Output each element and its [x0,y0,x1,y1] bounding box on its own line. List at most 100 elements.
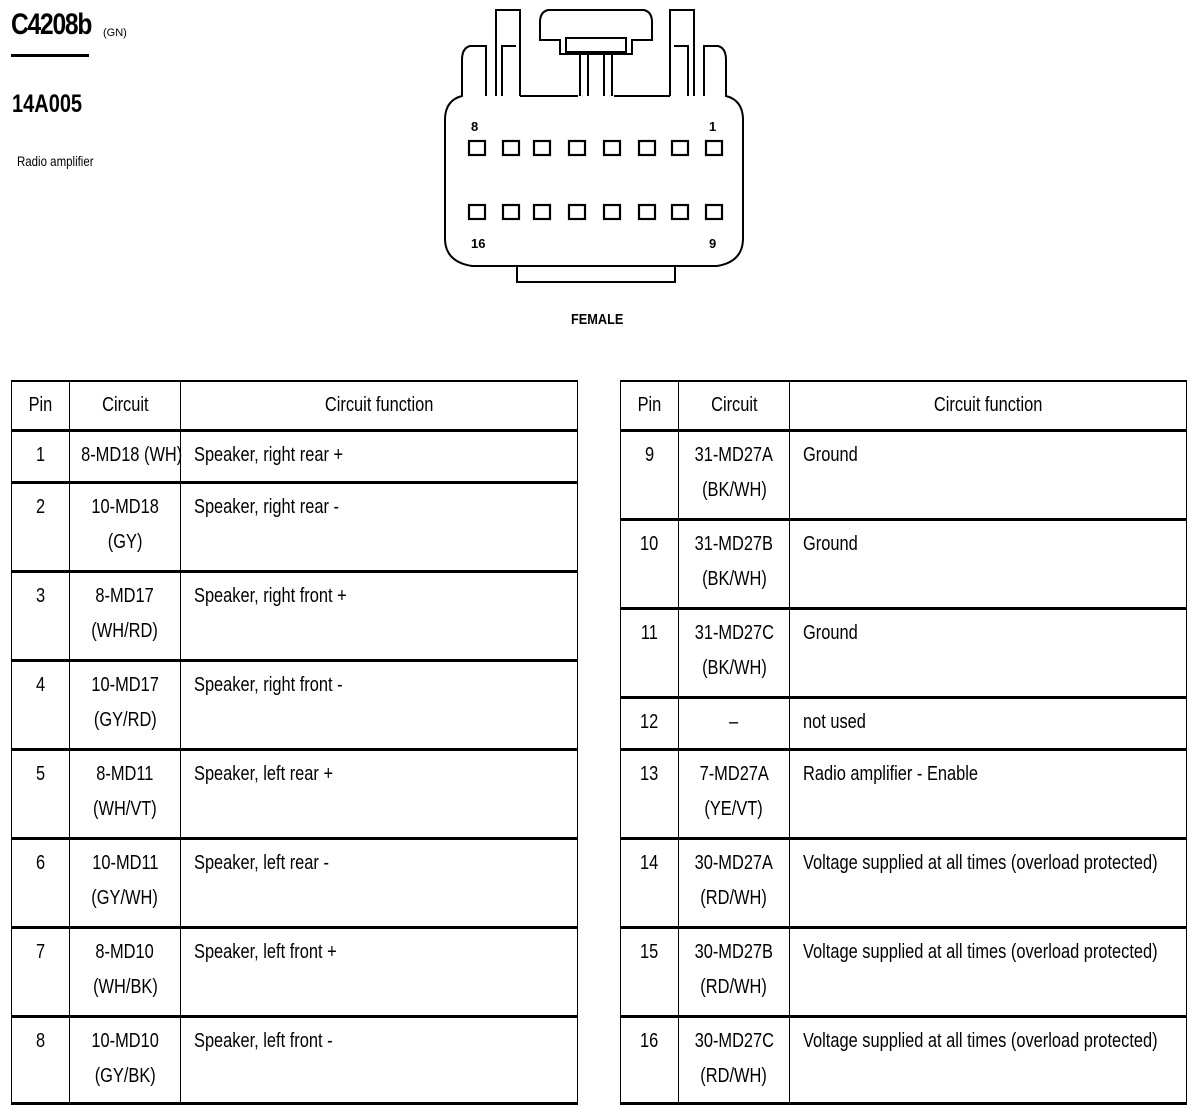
pin-number: 12 [640,711,659,733]
wire-color: (YE/VT) [704,798,764,820]
wire-color: (WH/BK) [92,976,158,998]
wire-color: (GY/BK) [94,1065,156,1087]
table-row: 16 30-MD27C(RD/WH) Voltage supplied at a… [620,1016,1187,1105]
cavity [467,139,487,157]
table-row: 13 7-MD27A (YE/VT) Radio amplifier - Enab… [620,749,1187,840]
circuit-code: 30-MD27B [694,941,774,963]
wire-color: (WH/VT) [93,798,157,820]
connector-color: (GN) [103,27,127,39]
pin-number: 8 [35,1030,46,1052]
cavity [637,139,657,157]
column-header-pin: Pin [620,380,679,432]
pin-number: 15 [640,941,659,963]
column-header-circuit: Circuit [69,380,181,432]
circuit-function: Radio amplifier - Enable [803,763,979,785]
pin-label-8: 8 [471,119,478,134]
circuit-function: Voltage supplied at all times (overload … [803,941,1158,963]
table-row: 9 31-MD27A (BK/WH) Ground [620,430,1187,521]
pin-number: 2 [35,496,46,518]
pin-label-1: 1 [709,119,716,134]
circuit-code: 8-MD11 [96,763,154,785]
connector-outline [444,60,744,267]
cavity [501,203,521,221]
table-row: 11 31-MD27C (BK/WH) Ground [620,608,1187,699]
circuit-function: Speaker, right rear + [194,444,344,466]
wire-color: (BK/WH) [701,568,767,590]
table-row: 10 31-MD27B (BK/WH) Ground [620,519,1187,610]
wire-color: (BK/WH) [701,657,767,679]
cavity [567,203,587,221]
cavity [501,139,521,157]
pin-number: 9 [644,444,655,466]
pin-table-right: Pin Circuit Circuit function 9 31-MD27A (… [620,380,1187,1105]
center-lock [539,9,653,55]
circuit-code: 30-MD27C [694,1030,774,1052]
pin-number: 13 [640,763,659,785]
circuit-code: – [729,711,739,733]
component-name: Radio amplifier [17,153,94,169]
pin-number: 5 [35,763,46,785]
column-header-pin: Pin [11,380,70,432]
circuit-function: Speaker, right front - [194,674,343,696]
cavity [704,203,724,221]
table-row: 4 10-MD17(GY/RD) Speaker, right front - [11,660,578,751]
circuit-function: Voltage supplied at all times (overload … [803,852,1158,874]
circuit-code: 8-MD17 [95,585,155,607]
cavity [670,203,690,221]
pin-label-9: 9 [709,236,716,251]
pin-number: 3 [35,585,46,607]
pin-number: 11 [640,622,659,644]
connector-face-diagram: 8 1 16 9 [444,9,744,283]
table-row: 2 10-MD18(GY) Speaker, right rear - [11,482,578,573]
circuit-code: 31-MD27C [694,622,774,644]
column-header-function: Circuit function [180,380,578,432]
circuit-function: Voltage supplied at all times (overload … [803,1030,1158,1052]
circuit-code: 8-MD10 [95,941,155,963]
circuit-code: 7-MD27A [699,763,769,785]
circuit-function: Speaker, right front + [194,585,347,607]
left-latch [461,9,521,96]
circuit-code: 8-MD18 (WH) [81,444,183,466]
circuit-function: not used [803,711,866,733]
column-header-function: Circuit function [789,380,1187,432]
cavity [532,139,552,157]
pin-number: 14 [640,852,659,874]
circuit-code: 30-MD27A [694,852,774,874]
wire-color: (RD/WH) [700,976,768,998]
circuit-function: Ground [803,444,858,466]
circuit-code: 31-MD27A [694,444,774,466]
wire-color: (RD/WH) [700,887,768,909]
cavity [567,139,587,157]
wire-color: (GY/RD) [93,709,157,731]
pin-label-16: 16 [471,236,485,251]
cavity [532,203,552,221]
circuit-function: Speaker, left rear - [194,852,329,874]
pin-number: 10 [640,533,659,555]
wire-color: (BK/WH) [701,479,767,501]
right-latch [669,9,727,96]
circuit-code: 31-MD27B [694,533,774,555]
pin-number: 1 [35,444,46,466]
title-underline [11,54,89,57]
pin-number: 7 [35,941,46,963]
pin-number: 4 [35,674,46,696]
circuit-function: Ground [803,533,858,555]
table-row: 15 30-MD27B (RD/WH) Voltage supplied at a… [620,927,1187,1018]
circuit-function: Ground [803,622,858,644]
circuit-code: 10-MD10 [91,1030,159,1052]
table-row: 6 10-MD11(GY/WH) Speaker, left rear - [11,838,578,929]
table-row: 1 8-MD18 (WH) Speaker, right rear + [11,430,578,484]
cavity [602,139,622,157]
circuit-function: Speaker, left front - [194,1030,333,1052]
wire-color: (WH/RD) [91,620,159,642]
bottom-key-tab [516,266,676,283]
pin-table-left: Pin Circuit Circuit function 1 8-MD18 (W… [11,380,578,1105]
column-header-circuit: Circuit [678,380,790,432]
wire-color: (GY) [107,531,143,553]
table-row: 12 – not used [620,697,1187,751]
part-number: 14A005 [12,90,83,118]
cavity [602,203,622,221]
connector-id: C4208b [11,8,92,41]
wire-color: (GY/WH) [91,887,159,909]
circuit-function: Speaker, right rear - [194,496,339,518]
